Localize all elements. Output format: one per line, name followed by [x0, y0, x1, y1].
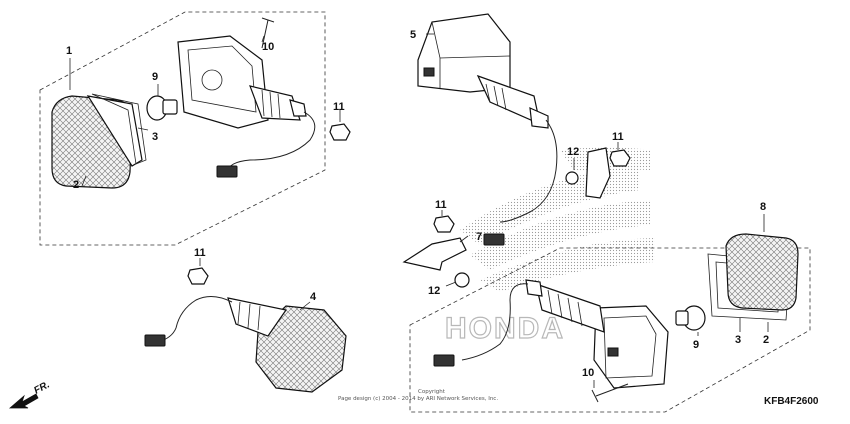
callout-10-right: 10 [582, 367, 594, 379]
wire-bottom-left [157, 296, 233, 343]
bracket-7 [402, 147, 611, 271]
callout-9-right: 9 [693, 339, 699, 351]
nut-11-bottom-left [187, 267, 209, 285]
callout-5: 5 [410, 29, 416, 41]
callout-2-left: 2 [73, 179, 79, 191]
callout-11-left: 11 [333, 101, 345, 113]
copyright-line-2: Page design (c) 2004 - 2014 by ARI Netwo… [338, 396, 498, 402]
callout-3-left: 3 [152, 131, 158, 143]
nut-11-center-lower [433, 215, 455, 233]
callout-1: 1 [66, 45, 72, 57]
connector-left [216, 165, 238, 178]
bolt-12-lower [454, 272, 470, 288]
front-direction-label: FR. [32, 379, 51, 396]
connector-right [433, 354, 455, 367]
turn-signal-assembly-4 [227, 297, 347, 393]
turn-signal-housing-right [525, 279, 669, 389]
callout-11-center-upper: 11 [612, 131, 624, 143]
callout-12-lower: 12 [428, 285, 440, 297]
callout-2-right: 2 [763, 334, 769, 346]
callout-10-left: 10 [262, 41, 274, 53]
turn-signal-assembly-5 [417, 13, 549, 129]
bulb-left [146, 95, 178, 121]
nut-11-center-upper [609, 149, 631, 167]
front-direction-arrow: FR. [8, 379, 52, 409]
wire-left [227, 111, 316, 173]
bulb-right [675, 305, 706, 331]
connector-bottom-left [144, 334, 166, 347]
group-frame-8 [409, 247, 811, 413]
turn-signal-lens-right [725, 233, 799, 311]
bolt-12-upper [565, 171, 579, 185]
turn-signal-housing-left [177, 35, 307, 129]
diagram-code: KFB4F2600 [764, 396, 819, 407]
callout-12-upper: 12 [567, 146, 579, 158]
screw-right [591, 383, 629, 403]
turn-signal-lens-left [51, 95, 143, 189]
nut-left [329, 123, 351, 141]
callout-3-right: 3 [735, 334, 741, 346]
group-frame-1 [39, 11, 326, 246]
callout-7: 7 [476, 231, 482, 243]
callout-4: 4 [310, 291, 317, 303]
copyright-line-1: Copyright [418, 389, 446, 395]
callout-11-center-lower: 11 [435, 199, 447, 211]
callout-11-bottom-left: 11 [194, 247, 206, 259]
honda-watermark-text: HONDA [445, 312, 565, 345]
screw-left [261, 17, 275, 49]
wire-center [499, 119, 558, 223]
callout-8: 8 [760, 201, 766, 213]
callout-9-left: 9 [152, 71, 158, 83]
connector-center [483, 233, 505, 246]
wire-right [461, 283, 529, 361]
gasket-left [91, 93, 147, 165]
